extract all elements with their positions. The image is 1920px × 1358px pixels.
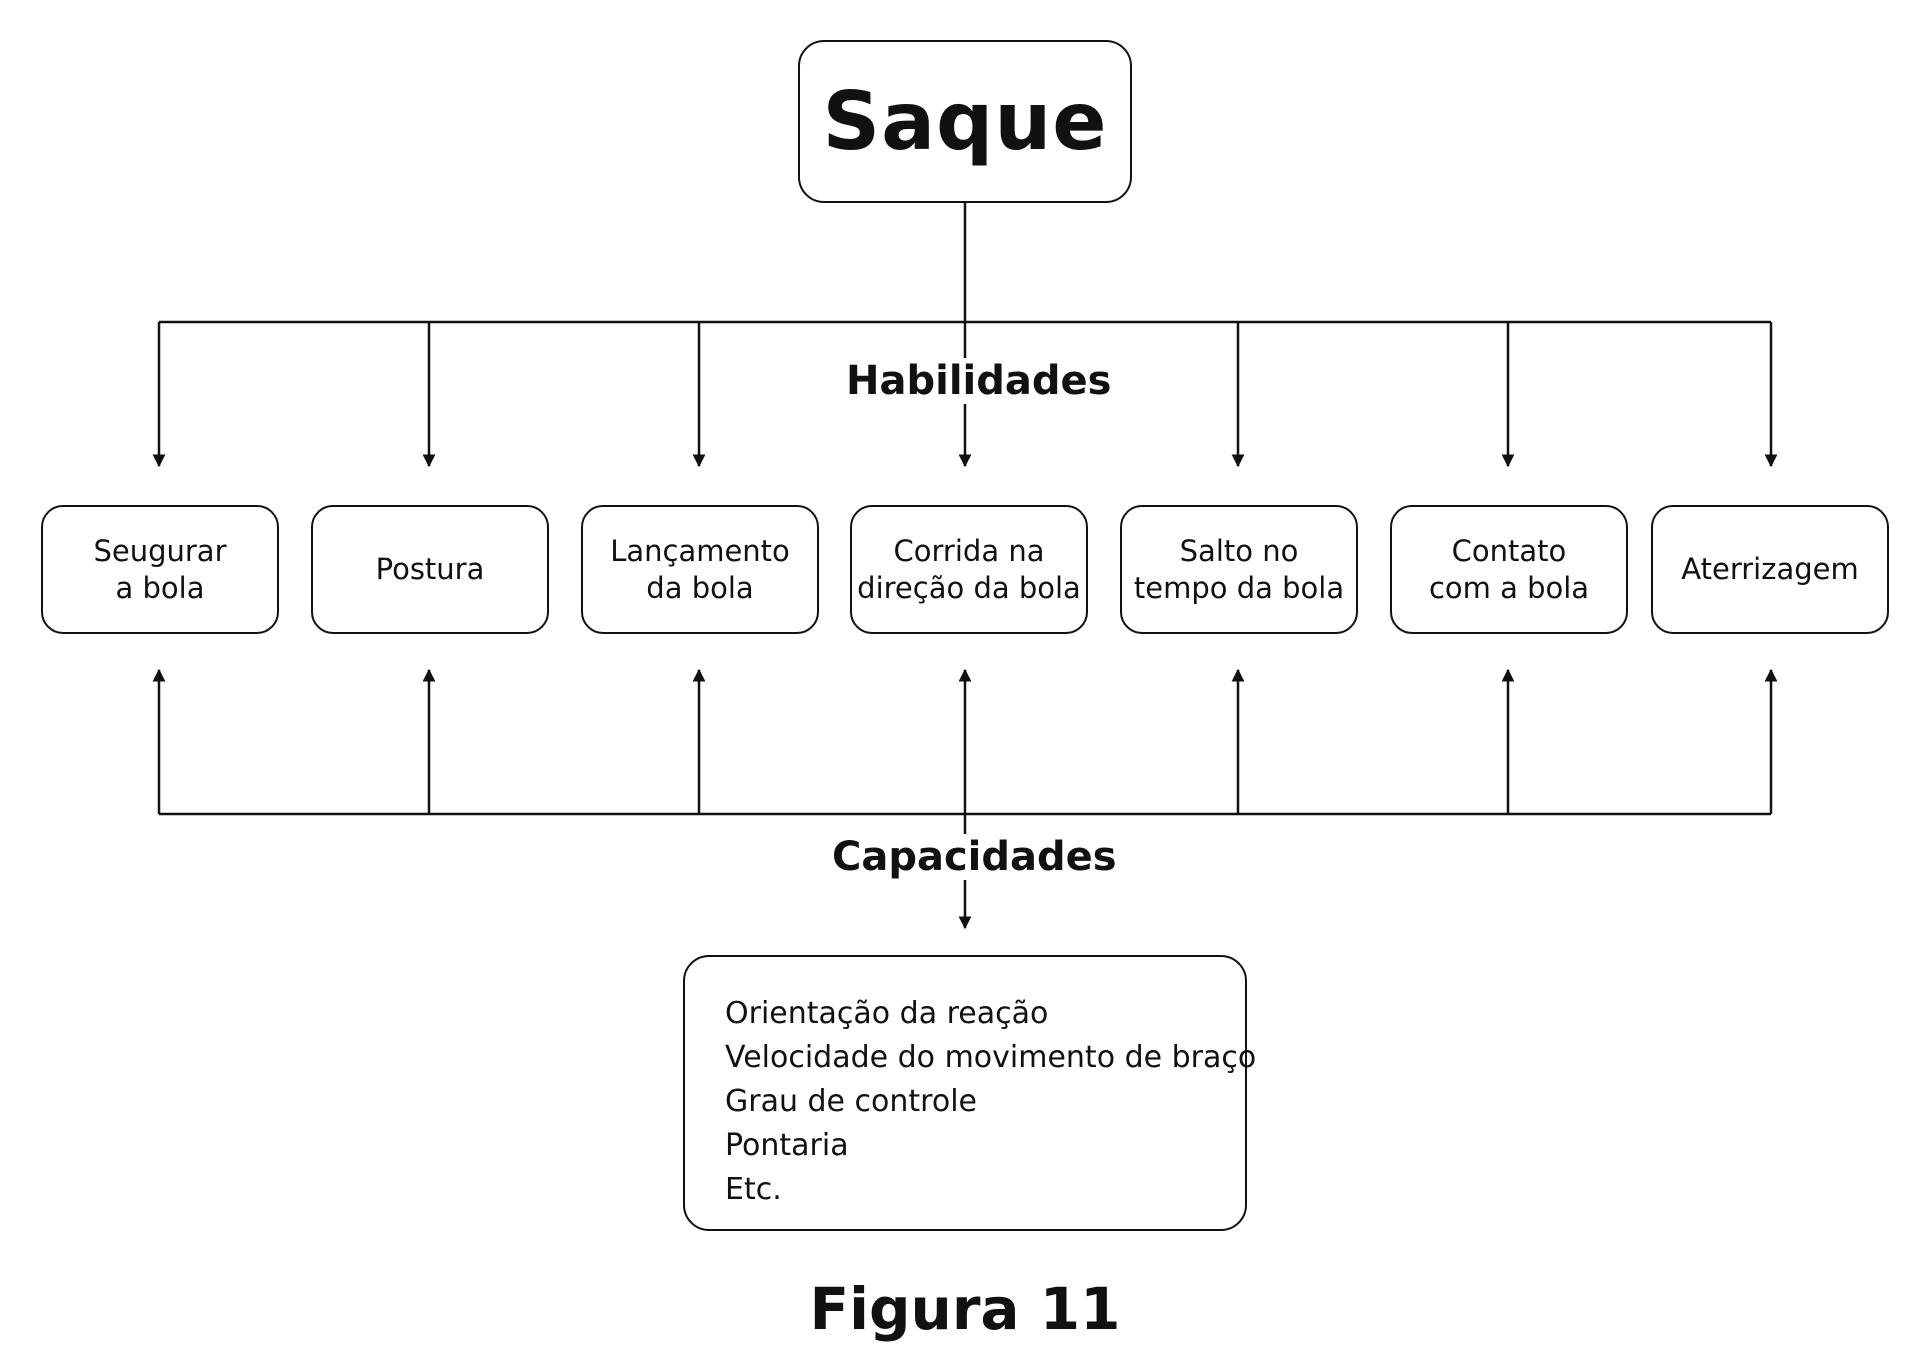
- skill-box-1: Seugurar a bola: [41, 505, 279, 634]
- capacidade-item: Etc.: [725, 1172, 782, 1207]
- capacidade-item: Pontaria: [725, 1128, 849, 1163]
- skill-label: Contato com a bola: [1428, 533, 1590, 605]
- capacidade-item: Orientação da reação: [725, 996, 1049, 1031]
- skill-label: Postura: [375, 552, 485, 586]
- root-label: Saque: [822, 75, 1108, 168]
- skill-box-6: Contato com a bola: [1390, 505, 1628, 634]
- skill-box-2: Postura: [311, 505, 549, 634]
- skill-box-5: Salto no tempo da bola: [1120, 505, 1358, 634]
- figure-caption: Figura 11: [809, 1275, 1121, 1343]
- skill-label: Corrida na direção da bola: [857, 533, 1081, 605]
- skill-label: Salto no tempo da bola: [1133, 533, 1345, 605]
- capacidade-item: Velocidade do movimento de braço: [725, 1040, 1257, 1075]
- skill-label: Lançamento da bola: [610, 533, 790, 605]
- skill-box-3: Lançamento da bola: [581, 505, 819, 634]
- skill-box-4: Corrida na direção da bola: [850, 505, 1088, 634]
- capacidade-item: Grau de controle: [725, 1084, 977, 1119]
- skill-label: Seugurar a bola: [93, 533, 227, 605]
- capacidades-label: Capacidades: [826, 834, 1117, 880]
- root-box: Saque: [798, 40, 1132, 203]
- skill-box-7: Aterrizagem: [1651, 505, 1889, 634]
- skill-label: Aterrizagem: [1681, 552, 1859, 586]
- capacidades-box: Orientação da reação Velocidade do movim…: [683, 955, 1257, 1231]
- habilidades-label: Habilidades: [840, 358, 1111, 404]
